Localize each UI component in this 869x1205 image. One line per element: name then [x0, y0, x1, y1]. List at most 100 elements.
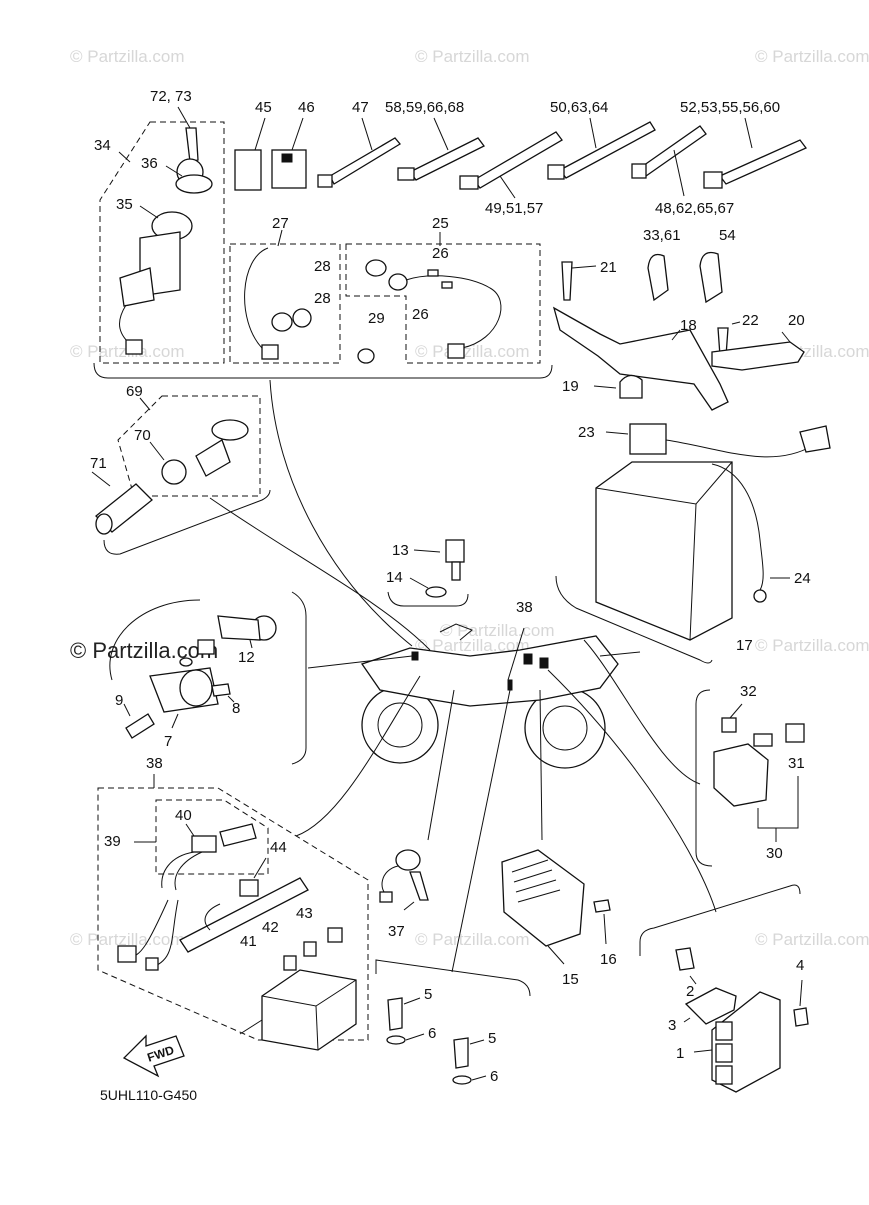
- part-marker: [411, 651, 419, 661]
- switch-wire: [119, 304, 129, 343]
- bracket-3-icon: [684, 987, 737, 1025]
- group-outline: [345, 243, 541, 364]
- fuse-box-edge: [315, 1005, 319, 1051]
- leader: [433, 117, 449, 151]
- callout-2: 2: [686, 983, 694, 1000]
- part-marker: [523, 653, 533, 665]
- callout-54: 54: [719, 227, 736, 244]
- callout-26: 26: [432, 245, 449, 262]
- callout-39: 39: [104, 833, 121, 850]
- part-marker: [507, 679, 513, 691]
- callout-42: 42: [262, 919, 279, 936]
- lead-connector-icon: [261, 344, 279, 360]
- sleeve-9-icon: [125, 713, 155, 739]
- leader: [427, 689, 455, 841]
- leader: [507, 627, 525, 681]
- callout-26: 26: [412, 306, 429, 323]
- socket-group: 69 70 71: [90, 383, 271, 555]
- callout-31: 31: [788, 755, 805, 772]
- fastener-row: 45 46 47 58,59,66,68 49,51,57 50,63,64 4…: [234, 99, 808, 217]
- bolt-10-icon: [197, 639, 215, 655]
- coupler-46-icon: [271, 149, 307, 189]
- washer-icon: [179, 657, 193, 667]
- callout-1: 1: [676, 1045, 684, 1062]
- callout-21: 21: [600, 259, 617, 276]
- cable-tie-48-icon: [639, 125, 707, 177]
- fuse-31-icon: [785, 723, 805, 743]
- tie-head: [397, 167, 415, 181]
- wire-harness-group: 38 39 40 44 43 42 41: [97, 755, 369, 1051]
- leader: [799, 979, 803, 1007]
- callout-23: 23: [578, 424, 595, 441]
- fuse-holder-23-icon: [629, 423, 667, 455]
- fuse-42-icon: [303, 941, 317, 957]
- watermark: © Partzilla.com: [70, 930, 185, 949]
- callout-71: 71: [90, 455, 107, 472]
- sensor-13-icon: [445, 539, 465, 563]
- callout-13: 13: [392, 542, 409, 559]
- leader: [295, 675, 421, 837]
- callout-6: 6: [428, 1025, 436, 1042]
- watermark: © Partzilla.com: [415, 47, 530, 66]
- handlebar-icon: [439, 623, 473, 641]
- callout-69: 69: [126, 383, 143, 400]
- cable-tie-52-icon: [718, 139, 808, 185]
- bolt-16-icon: [593, 899, 611, 913]
- callout-17: 17: [736, 637, 753, 654]
- leader: [469, 1039, 485, 1045]
- leader: [171, 713, 179, 729]
- plug-icon: [388, 273, 408, 291]
- harness-connector-icon: [117, 945, 137, 963]
- leader: [139, 205, 159, 219]
- leader: [599, 651, 641, 657]
- watermark: © Partzilla.com: [755, 930, 869, 949]
- battery-edge: [689, 503, 697, 641]
- leader: [227, 695, 235, 703]
- callout-58-59-66-68: 58,59,66,68: [385, 99, 464, 116]
- leader: [593, 385, 617, 389]
- damper-19-icon: [619, 374, 643, 399]
- callout-70: 70: [134, 427, 151, 444]
- callout-50-63-64: 50,63,64: [550, 99, 608, 116]
- leader: [673, 149, 685, 197]
- coupler-44-icon: [239, 879, 259, 897]
- section-bracket: [387, 591, 469, 607]
- leader: [731, 321, 741, 325]
- fwd-arrow-icon: [122, 1034, 185, 1078]
- cdi-socket-icon: [715, 1065, 733, 1085]
- bolt-2-icon: [675, 947, 695, 971]
- leader-lines: 38: [209, 379, 717, 973]
- coil-wire: [109, 599, 201, 681]
- ignition-coil-group: 12 8 7 9: [109, 591, 307, 765]
- cap-icon: [292, 308, 312, 328]
- callout-20: 20: [788, 312, 805, 329]
- callout-7: 7: [164, 733, 172, 750]
- switch-37-thread: [409, 871, 429, 901]
- bracket-18-icon: [552, 306, 729, 411]
- leader: [547, 669, 717, 913]
- callout-8: 8: [232, 700, 240, 717]
- cdi-socket-icon: [715, 1021, 733, 1041]
- callout-12: 12: [238, 649, 255, 666]
- leader: [409, 577, 429, 589]
- watermark: © Partzilla.com: [70, 47, 185, 66]
- leader: [149, 441, 165, 461]
- fuse-holder-40-icon: [191, 835, 217, 853]
- callout-15: 15: [562, 971, 579, 988]
- rear-hub: [542, 705, 588, 751]
- section-bracket: [93, 362, 553, 379]
- coil-end: [179, 669, 213, 707]
- rectifier-15-icon: [501, 849, 585, 947]
- leader: [307, 655, 413, 669]
- cap-icon: [271, 312, 293, 332]
- section-bracket: [639, 884, 801, 956]
- battery-group: 23 24 17: [555, 423, 831, 664]
- fuse-cable: [665, 439, 813, 458]
- center-watermark: © Partzilla.com: [70, 638, 218, 663]
- leader: [603, 913, 607, 945]
- plug-cap-body: [217, 615, 261, 641]
- watermark: © Partzilla.com: [415, 636, 530, 655]
- watermark: © Partzilla.com: [440, 621, 555, 640]
- part-marker: [539, 657, 549, 669]
- group-outline: [229, 243, 341, 364]
